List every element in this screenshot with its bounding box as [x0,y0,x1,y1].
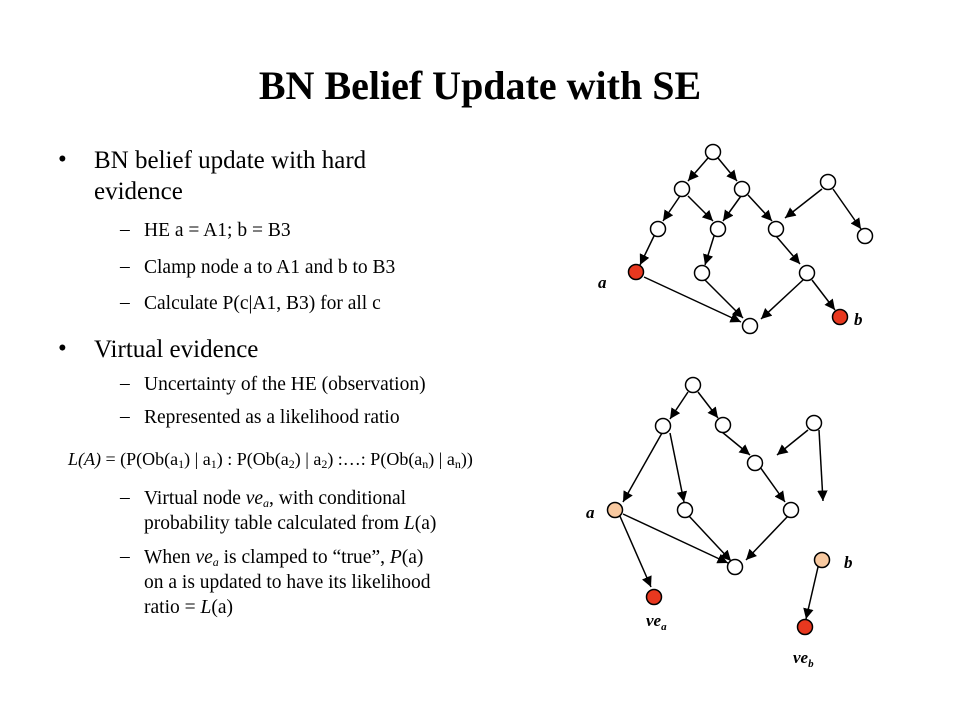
node [676,501,694,519]
bullet-hard-evidence-line2: evidence [94,178,183,205]
label-b-bottom: b [844,553,853,572]
item-clamp-ve-line2: on a is updated to have its likelihood [144,572,431,593]
item-virtual-node-line2: probability table calculated from L(a) [144,513,437,534]
dash: – [120,256,130,277]
node [693,264,711,282]
node [805,414,823,432]
node [798,264,816,282]
bottom-diagram-edges [618,391,828,620]
bottom-diagram-nodes [606,376,831,636]
evidence-node-b [831,308,849,326]
item-virtual-node-line1: Virtual node vea, with conditional [144,488,407,510]
dash: – [120,406,130,427]
node [684,376,702,394]
label-a-bottom: a [586,503,595,522]
node [714,416,732,434]
soft-evidence-node-a [606,501,624,519]
label-b-top: b [854,310,863,329]
node [746,454,764,472]
likelihood-formula: L(A) = (P(Ob(a1) | a1) : P(Ob(a2) | a2) … [68,449,473,471]
item-calculate: Calculate P(c|A1, B3) for all c [144,293,381,314]
node [856,227,874,245]
top-diagram-edges [639,157,862,323]
dash: – [120,219,130,240]
item-likelihood: Represented as a likelihood ratio [144,407,400,428]
node [819,173,837,191]
item-uncertainty: Uncertainty of the HE (observation) [144,374,426,395]
node [704,143,722,161]
node [654,417,672,435]
label-ve-a: vea [646,611,667,633]
dash: – [120,292,130,313]
node [649,220,667,238]
soft-evidence-node-b [813,551,831,569]
node [733,180,751,198]
item-he: HE a = A1; b = B3 [144,220,291,241]
label-ve-b: veb [793,648,814,670]
label-a-top: a [598,273,607,292]
item-clamp-node: Clamp node a to A1 and b to B3 [144,257,396,278]
node [709,220,727,238]
evidence-node-a [627,263,645,281]
node [726,558,744,576]
bullet-virtual-evidence: Virtual evidence [94,336,259,363]
bullet-dot: • [58,335,67,362]
dash: – [120,546,130,567]
node [673,180,691,198]
bullet-hard-evidence-line1: BN belief update with hard [94,147,367,174]
virtual-node-ve-a [645,588,663,606]
bullet-dot: • [58,146,67,173]
dash: – [120,487,130,508]
slide-title: BN Belief Update with SE [258,63,702,108]
top-diagram-nodes [627,143,874,335]
node [741,317,759,335]
dash: – [120,373,130,394]
node [767,220,785,238]
item-clamp-ve-line1: When vea is clamped to “true”, P(a) [144,547,424,569]
virtual-node-ve-b [796,618,814,636]
item-clamp-ve-line3: ratio = L(a) [144,597,233,618]
node [782,501,800,519]
